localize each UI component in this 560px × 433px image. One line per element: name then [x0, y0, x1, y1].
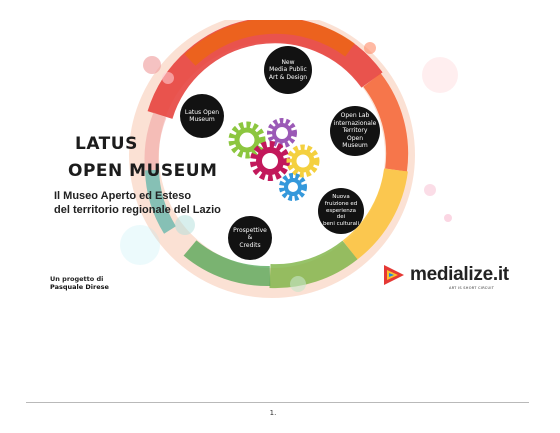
gear-blue-icon	[279, 173, 307, 201]
node-new-media-public-art[interactable]: New Media Public Art & Design	[264, 46, 312, 94]
title-latus: LATUS	[75, 134, 138, 154]
gear-magenta-icon	[250, 141, 290, 181]
title-open-museum: OPEN MUSEUM	[68, 161, 218, 181]
gear-yellow-icon	[286, 144, 320, 178]
subtitle-line-1: Il Museo Aperto ed Esteso	[54, 190, 192, 202]
brand-name: medialize.it	[410, 264, 509, 285]
credit-author: Pasquale Direse	[50, 283, 109, 291]
node-open-lab[interactable]: Open Lab internazionale Territory Open M…	[330, 106, 380, 156]
rainbow-swirl-graphic	[120, 20, 458, 298]
brand-tagline: ART IS SHORT CIRCUIT	[449, 286, 495, 290]
presentation-slide[interactable]: LATUS OPEN MUSEUM Il Museo Aperto ed Est…	[20, 20, 538, 310]
node-prospettive-credits[interactable]: Prospettive & Credits	[228, 216, 272, 260]
medialize-logo-icon	[384, 265, 404, 285]
node-nuova-fruizione[interactable]: Nuova fruizione ed esperienza dei beni c…	[318, 188, 364, 234]
subtitle-line-2: del territorio regionale del Lazio	[54, 204, 221, 216]
page-divider	[26, 402, 529, 403]
node-latus-open-museum[interactable]: Latus Open Museum	[180, 94, 224, 138]
gear-green-icon	[228, 121, 266, 159]
brand-logo-group: medialize.it	[382, 263, 509, 287]
credit-label: Un progetto di	[50, 275, 104, 283]
gears-illustration	[228, 118, 320, 201]
page-number: 1.	[269, 409, 277, 417]
